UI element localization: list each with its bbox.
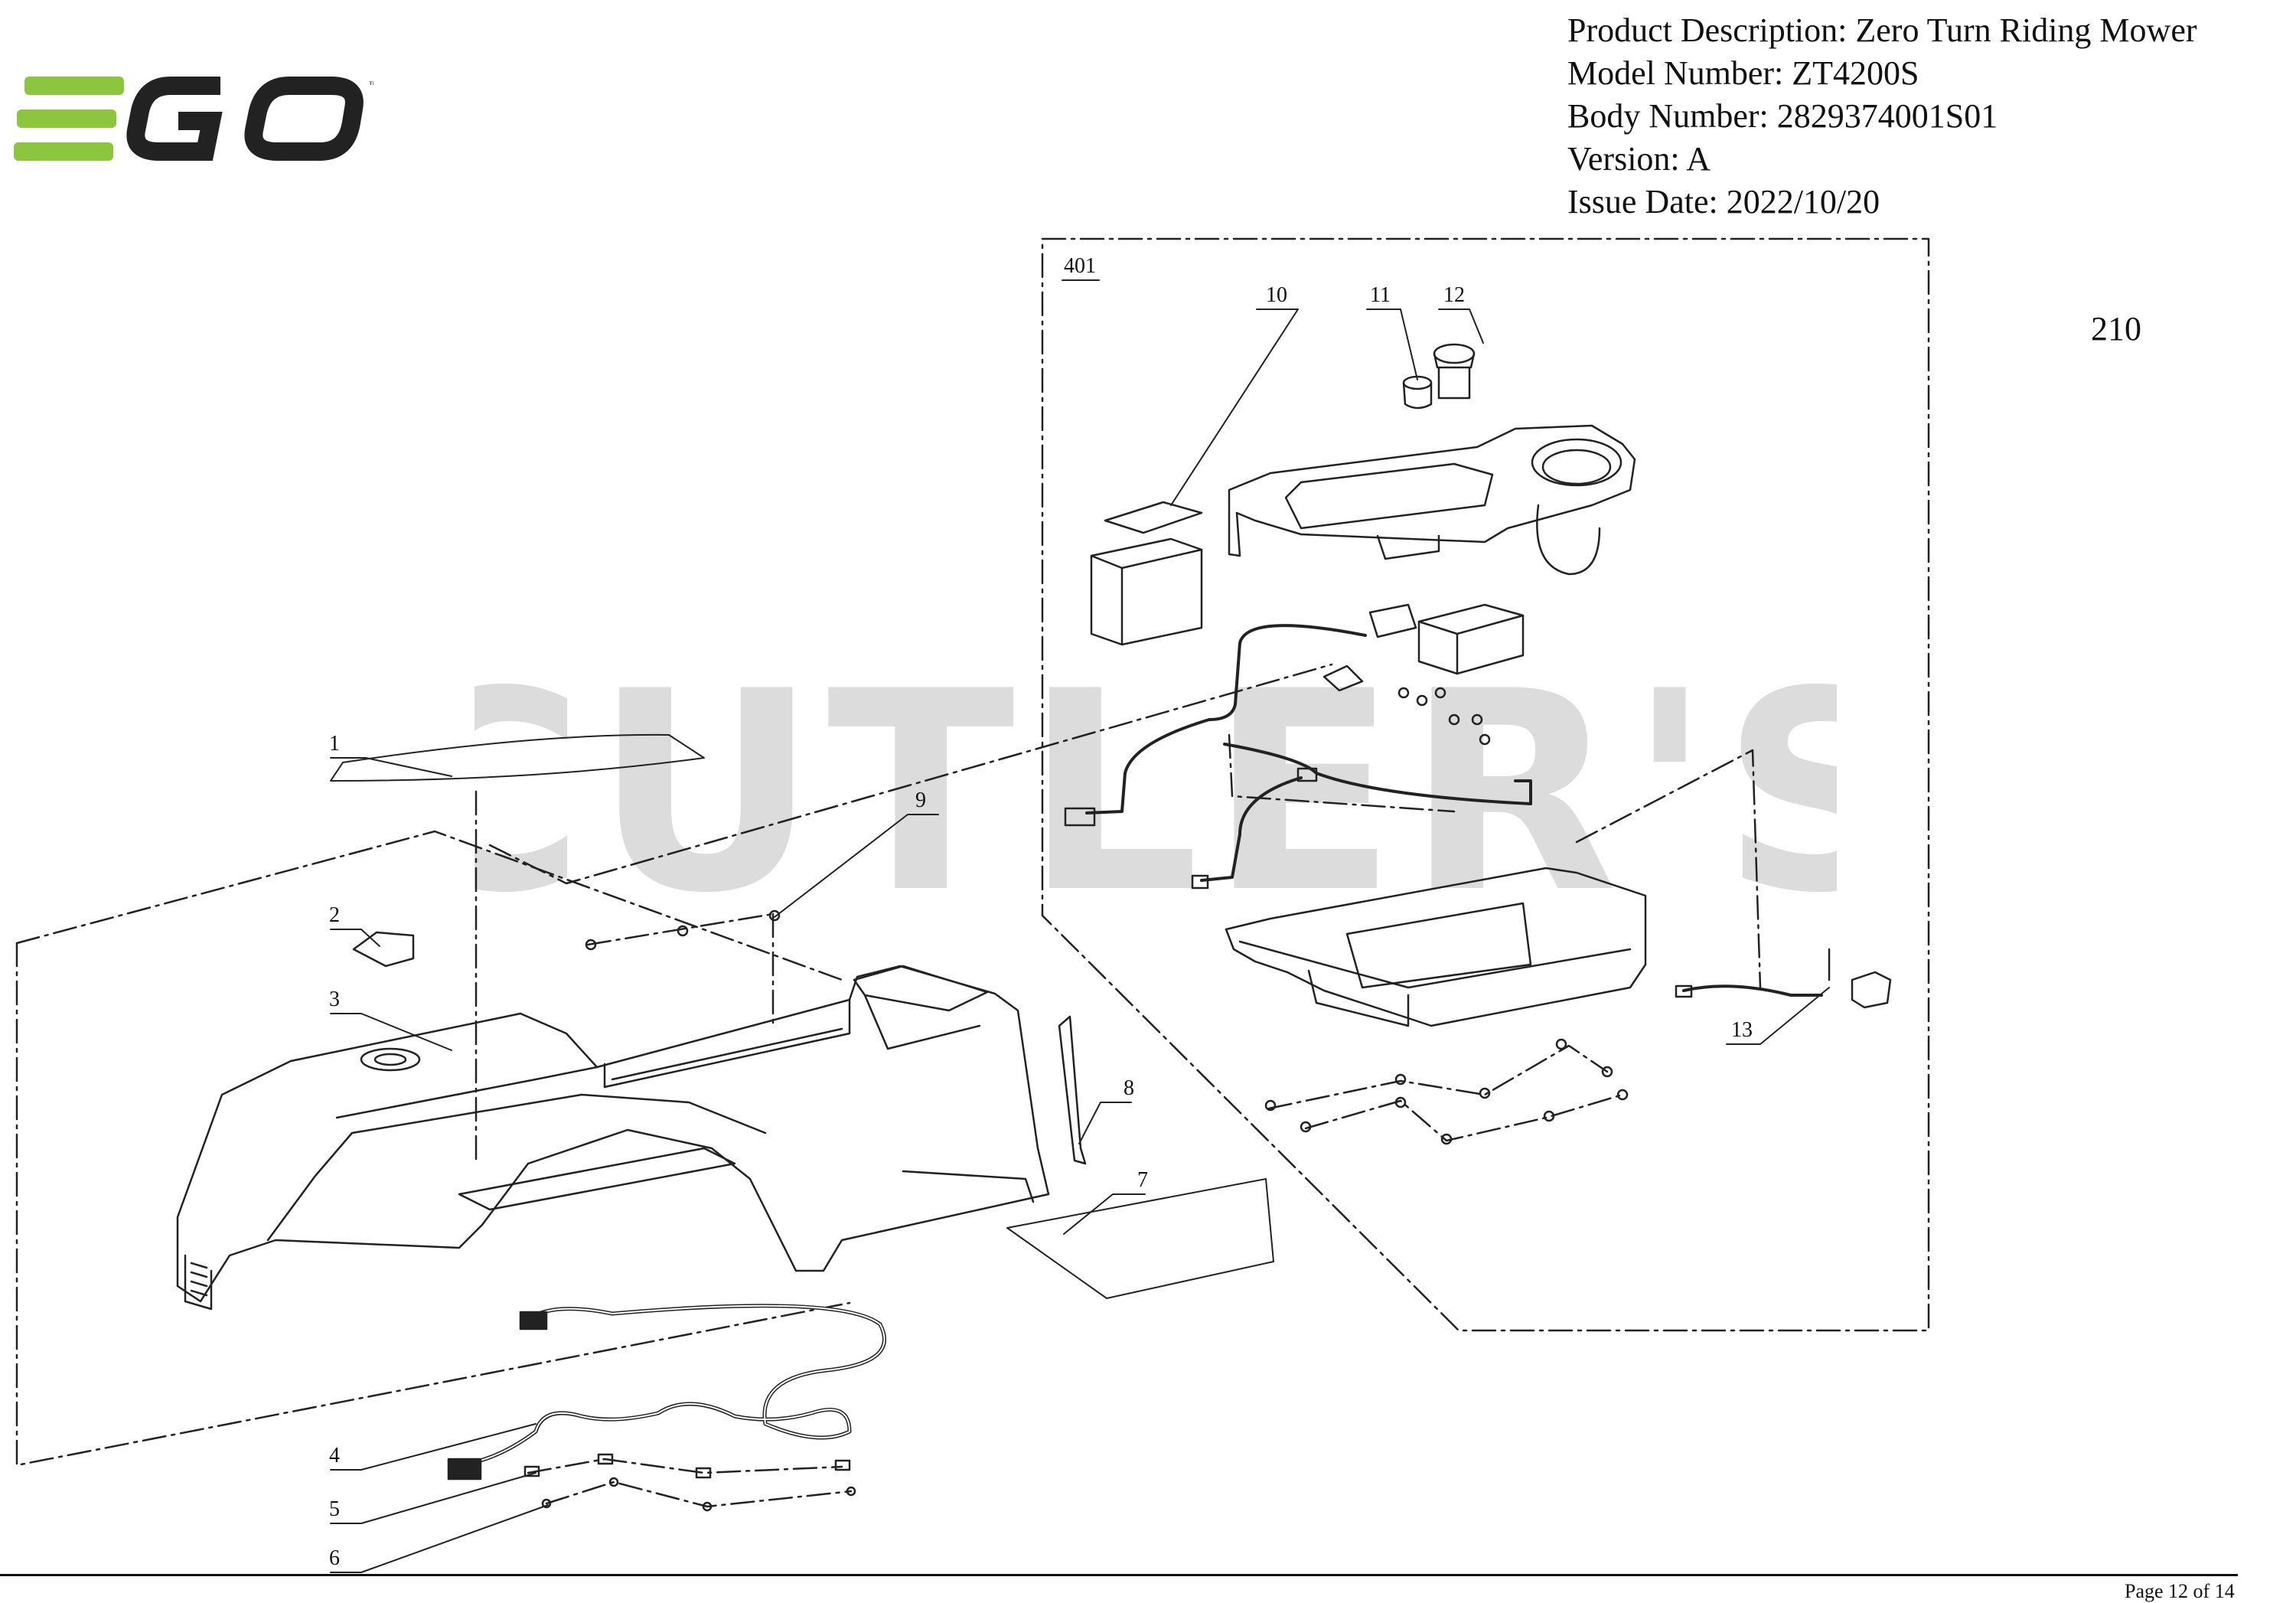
main-body-boundary	[15, 830, 851, 1467]
version: Version: A	[1567, 140, 1711, 178]
callout-4: 4	[329, 1444, 340, 1468]
part-4-wire-harness	[447, 1304, 886, 1481]
part-10-module	[1090, 501, 1203, 646]
part-2-pad	[352, 931, 415, 968]
upper-wire-harness	[1064, 624, 1532, 890]
callout-13: 13	[1731, 1018, 1753, 1042]
connection-line-upper	[488, 663, 1333, 885]
issue-date: Issue Date: 2022/10/20	[1567, 183, 1880, 220]
logo-e-mark	[14, 77, 124, 161]
callout-1: 1	[329, 732, 340, 756]
assembly-401-boundary	[1041, 237, 1930, 1332]
part-3-console-cover	[176, 965, 1050, 1311]
connection-line-mid	[1228, 733, 1456, 813]
page-number: Page 12 of 14	[2125, 1580, 2235, 1602]
footer-divider	[0, 1574, 2238, 1576]
housing-screws	[1264, 687, 1629, 1145]
callout-8: 8	[1124, 1076, 1134, 1100]
section-code: 210	[2091, 310, 2141, 348]
part-11-key-switch	[1402, 375, 1433, 410]
ego-logo: ™	[14, 77, 373, 161]
callout-12: 12	[1443, 283, 1465, 307]
body-number: Body Number: 2829374001S01	[1567, 97, 1998, 135]
part-12-stop-button	[1433, 343, 1476, 400]
callout-7: 7	[1137, 1168, 1148, 1192]
part-7-decal	[1006, 1178, 1274, 1299]
watermark-text: CUTLER'S	[475, 658, 1837, 911]
connection-line-lower	[1575, 749, 1762, 989]
callout-401: 401	[1064, 254, 1096, 278]
callout-11: 11	[1370, 283, 1391, 307]
watermark: CUTLER'S	[475, 658, 1837, 911]
callout-6: 6	[329, 1546, 340, 1570]
model-number: Model Number: ZT4200S	[1567, 54, 1919, 92]
top-console-panel	[1228, 424, 1636, 576]
callout-5: 5	[329, 1497, 340, 1521]
callout-9: 9	[915, 788, 926, 812]
parts-5-6-clips-screws	[523, 1453, 856, 1512]
part-9-screws	[585, 909, 781, 1024]
callout-3: 3	[329, 988, 340, 1011]
controller-box	[1368, 603, 1525, 675]
callout-2: 2	[329, 903, 340, 927]
logo-trademark: ™	[367, 79, 373, 93]
part-13-switch-cable	[1675, 948, 1892, 1009]
lower-housing	[1225, 867, 1647, 1027]
document-header: Product Description: Zero Turn Riding Mo…	[1567, 9, 2197, 224]
part-8-side-panel	[1058, 1015, 1087, 1165]
callout-10: 10	[1266, 283, 1287, 307]
leader-lines	[330, 309, 1830, 1573]
product-description: Product Description: Zero Turn Riding Mo…	[1567, 11, 2197, 49]
part-1-decal	[330, 733, 705, 1165]
logo-go-letters	[126, 77, 364, 161]
